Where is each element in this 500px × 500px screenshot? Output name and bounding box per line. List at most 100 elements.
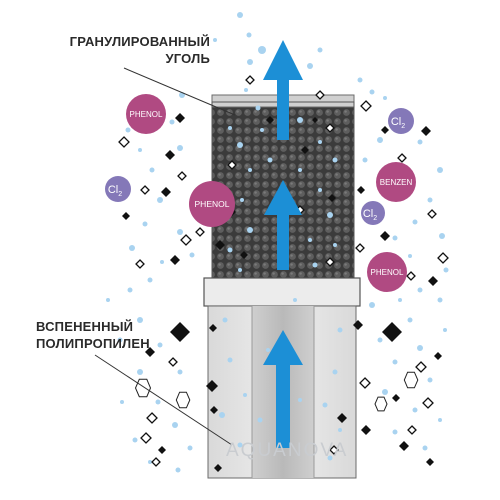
bubble-icon [117, 337, 123, 343]
bubble-icon [228, 126, 232, 130]
bubble-icon [417, 139, 423, 145]
bubble-icon [137, 369, 143, 375]
hexagon-particles [134, 371, 419, 412]
bubble-icon [227, 357, 233, 363]
foam-label-line1: ВСПЕНЕННЫЙ [36, 319, 134, 334]
diamond-icon [359, 377, 371, 389]
diamond-icon [392, 394, 400, 402]
bubble-icon [412, 219, 418, 225]
diamond-icon [357, 186, 365, 194]
bubble-icon [127, 287, 133, 293]
phenol-molecule: PHENOL [367, 252, 407, 292]
bubble-icon [392, 235, 398, 241]
bubble-icon [132, 437, 138, 443]
bubble-icon [148, 460, 152, 464]
bubble-icon [244, 88, 248, 92]
bubble-icon [357, 77, 363, 83]
bubble-icon [106, 298, 110, 302]
carbon-label-line1: ГРАНУЛИРОВАННЫЙ [69, 34, 210, 49]
bubble-icon [160, 260, 164, 264]
diamond-icon [312, 117, 318, 123]
watermark-logo: AQUANOVA [226, 440, 349, 461]
bubble-icon [427, 377, 433, 383]
bubble-icon [338, 428, 342, 432]
bubble-icon [237, 12, 243, 18]
diamond-icon [145, 347, 155, 357]
foam-callout: ВСПЕНЕННЫЙ ПОЛИПРОПИЛЕН [36, 318, 196, 352]
chlorine-molecule: Cl2 [361, 201, 385, 225]
arrow-up-icon [263, 40, 303, 140]
diamond-icon [329, 445, 339, 455]
diamond-icon [177, 171, 187, 181]
diamond-icon [146, 412, 158, 424]
carbon-label-line2: УГОЛЬ [165, 51, 210, 66]
diamond-icon [415, 361, 427, 373]
diamond-icon [437, 252, 449, 264]
benzen-label: BENZEN [380, 178, 413, 187]
diamond-icon [325, 123, 335, 133]
bubble-icon [187, 445, 193, 451]
diamond-icon [135, 259, 145, 269]
bubble-icon [362, 157, 368, 163]
bubble-icon [437, 167, 443, 173]
diamond-icon [118, 136, 130, 148]
water-bubbles [106, 12, 449, 473]
bubble-icon [149, 167, 155, 173]
bubble-icon [382, 389, 388, 395]
hexagon-icon [403, 371, 419, 389]
bubble-icon [438, 418, 442, 422]
bubble-icon [392, 359, 398, 365]
diamond-icon [426, 458, 434, 466]
bubble-icon [293, 298, 297, 302]
diamond-icon [206, 380, 218, 392]
diamond-icon [165, 150, 175, 160]
bubble-icon [240, 198, 244, 202]
bubble-icon [155, 399, 161, 405]
bubble-icon [222, 317, 228, 323]
bubble-icon [219, 412, 225, 418]
benzen-molecule: BENZEN [376, 162, 416, 202]
bubble-icon [318, 140, 322, 144]
diamond-icon [180, 234, 192, 246]
diamond-icon [397, 153, 407, 163]
chlorine-subscript: 2 [401, 123, 405, 130]
bubble-icon [246, 32, 252, 38]
bubble-icon [177, 229, 183, 235]
bubble-icon [298, 398, 302, 402]
bubble-icon [138, 148, 142, 152]
bubble-icon [172, 422, 178, 428]
diamond-icon [195, 227, 205, 237]
bubble-icon [369, 302, 375, 308]
bubble-icon [213, 38, 217, 42]
chlorine-symbol: Cl [108, 184, 118, 196]
bubble-icon [417, 345, 423, 351]
bubble-icon [312, 262, 318, 268]
phenol-molecule: PHENOL [189, 181, 235, 227]
bubble-icon [308, 238, 312, 242]
diamond-icon [227, 160, 237, 170]
bubble-icon [427, 197, 433, 203]
bubble-icon [238, 268, 242, 272]
diamond-icon [209, 324, 217, 332]
foam-leader-line [94, 354, 233, 446]
bubble-icon [120, 400, 124, 404]
bubble-icon [412, 407, 418, 413]
chlorine-molecule: Cl2 [105, 176, 131, 202]
bubble-icon [147, 277, 153, 283]
bubble-icon [408, 254, 412, 258]
bubble-icon [377, 137, 383, 143]
svg-text:Cl2: Cl2 [108, 184, 122, 198]
chlorine-symbol: Cl [391, 116, 401, 128]
phenol-molecule: PHENOL [126, 94, 166, 134]
carbon-leader-line [123, 67, 236, 116]
diamond-icon [399, 441, 409, 451]
diamond-icon [337, 413, 347, 423]
diamond-icon [360, 100, 372, 112]
diamond-icon [168, 357, 178, 367]
bubble-icon [266, 348, 270, 352]
phenol-label: PHENOL [130, 110, 163, 119]
bubble-icon [298, 168, 302, 172]
svg-text:Cl2: Cl2 [391, 116, 405, 130]
bubble-icon [257, 417, 263, 423]
bubble-icon [137, 317, 143, 323]
